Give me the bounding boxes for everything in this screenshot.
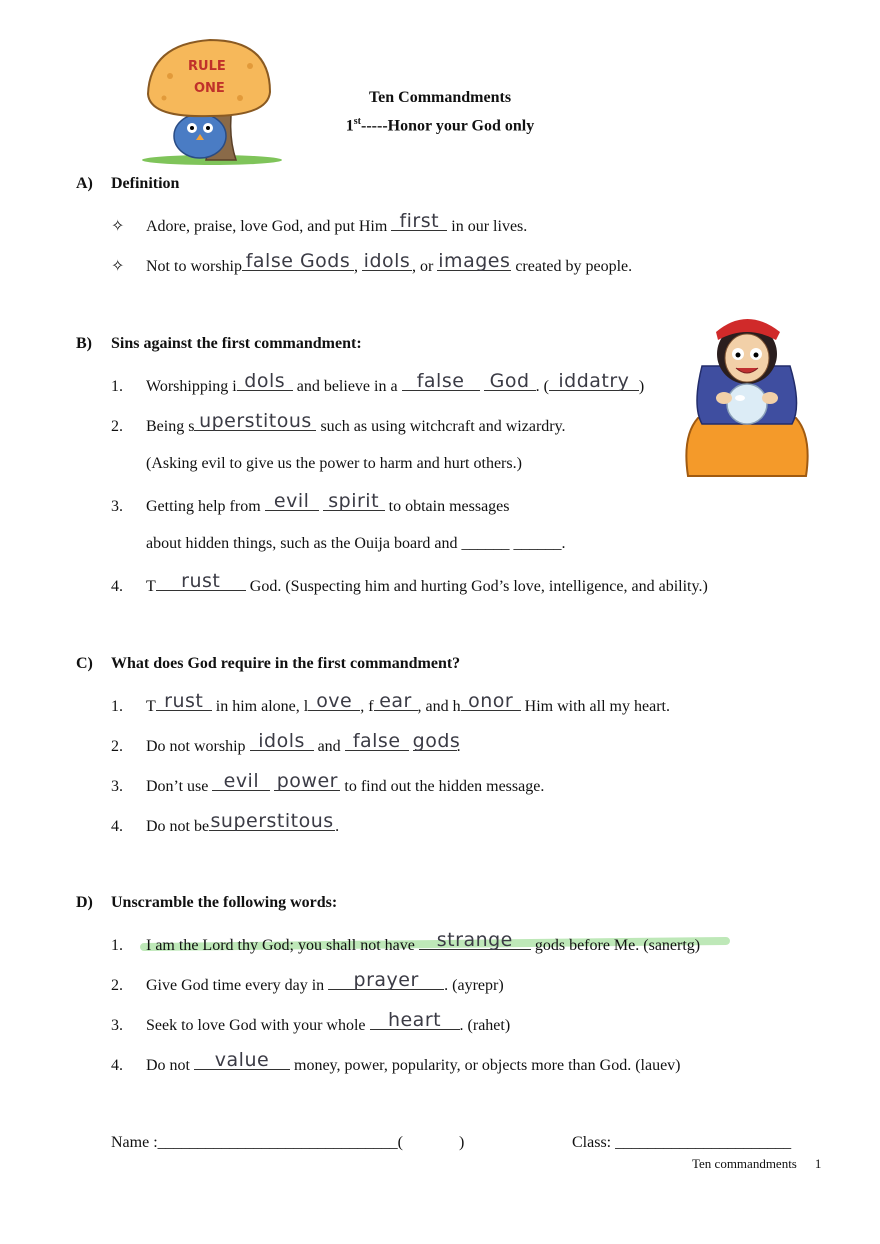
page-title: Ten Commandments [368,89,512,106]
section-d-item-3: 3.Seek to love God with your whole heart… [111,1009,511,1034]
section-c-item-3: 3.Don’t use evil power to find out the h… [111,770,545,795]
page-subtitle: 1st-----Honor your God only [345,116,535,135]
section-d-item-1: 1.I am the Lord thy God; you shall not h… [111,929,701,954]
star-bullet-icon: ✧ [111,258,125,275]
section-b-item-2-note: (Asking evil to give us the power to har… [146,455,522,472]
section-d-item-2: 2.Give God time every day in prayer. (ay… [111,969,504,994]
section-d-heading: D)Unscramble the following words: [76,894,338,911]
class-field[interactable]: Class: ______________________ [572,1134,792,1151]
mushroom-text-rule: RULE [188,59,226,74]
section-b-item-3-note: about hidden things, such as the Ouija b… [146,535,566,552]
mushroom-text-one: ONE [194,81,225,96]
rule-one-mushroom-illustration: RULE ONE [142,38,282,165]
section-a-heading: A)Definition [76,175,180,192]
section-c-heading: C)What does God require in the first com… [76,655,461,672]
star-bullet-icon: ✧ [111,218,125,235]
section-a-bullet-1: ✧Adore, praise, love God, and put Him fi… [111,210,528,235]
fortune-teller-illustration [685,319,809,477]
section-c-item-2: 2.Do not worship idols and false gods. [111,730,461,755]
name-field[interactable]: Name :______________________________() [111,1134,465,1151]
section-d-item-4: 4.Do not value money, power, popularity,… [111,1049,681,1074]
section-b-heading: B)Sins against the first commandment: [76,335,362,352]
section-b-item-3: 3.Getting help from evil spirit to obtai… [111,490,510,515]
